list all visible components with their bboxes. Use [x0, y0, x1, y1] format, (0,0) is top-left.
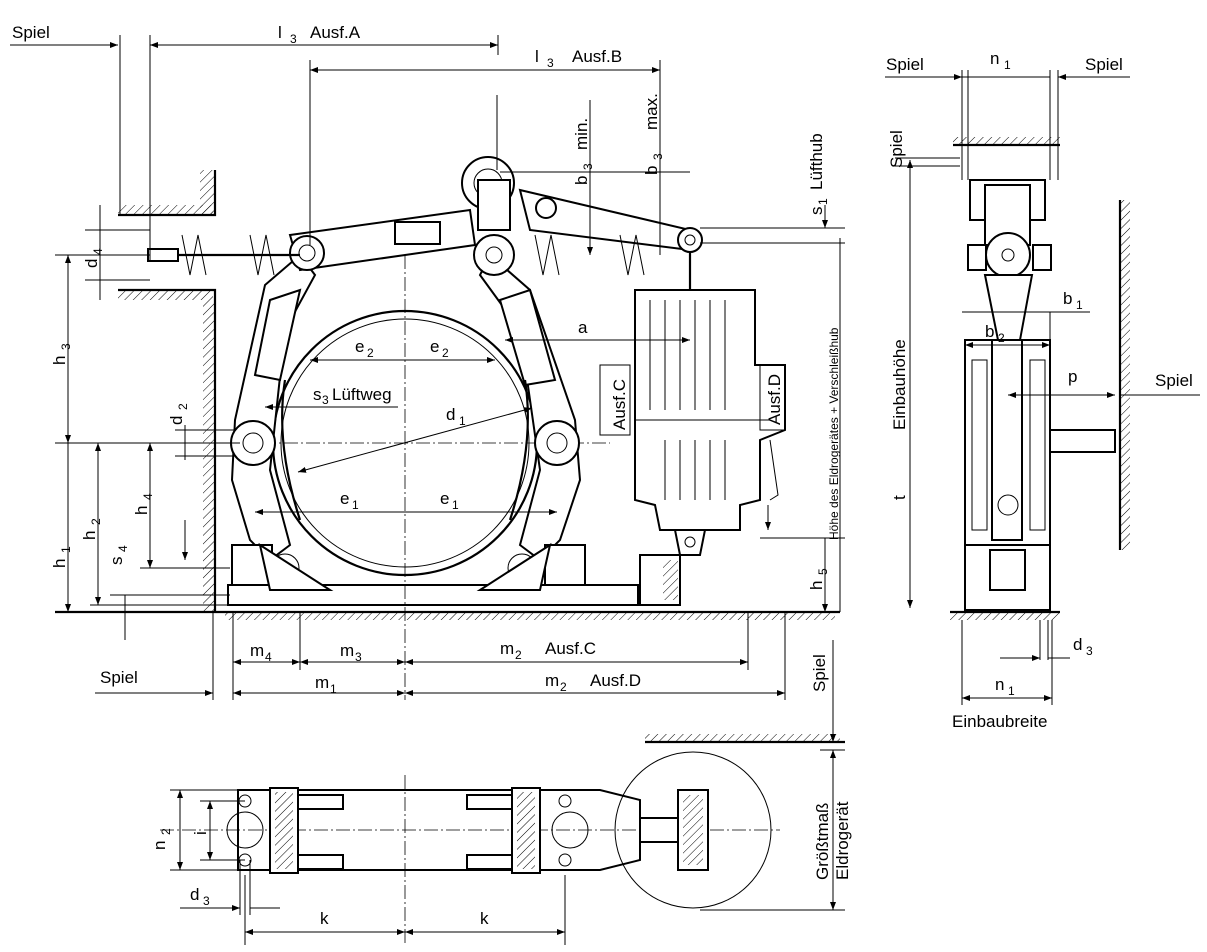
label-h4: h — [132, 506, 151, 515]
label-e1-right: e — [440, 489, 449, 508]
svg-text:1: 1 — [330, 682, 337, 696]
svg-text:1: 1 — [59, 546, 73, 553]
label-spiel-side-left: Spiel — [886, 55, 924, 74]
svg-text:max.: max. — [642, 93, 661, 130]
svg-text:2: 2 — [560, 680, 567, 694]
label-p: p — [1068, 367, 1077, 386]
svg-text:2: 2 — [89, 518, 103, 525]
label-n1-top: n — [990, 49, 999, 68]
svg-text:4: 4 — [141, 493, 155, 500]
label-i: i — [191, 831, 210, 835]
label-h1: h — [50, 559, 69, 568]
svg-text:5: 5 — [816, 568, 830, 575]
label-b2: b — [985, 322, 994, 341]
label-b1: b — [1063, 289, 1072, 308]
side-view — [885, 70, 1200, 705]
label-m2-c: m — [500, 639, 514, 658]
svg-text:3: 3 — [355, 650, 362, 664]
label-k-right: k — [480, 909, 489, 928]
svg-text:3: 3 — [1086, 644, 1093, 658]
svg-text:1: 1 — [459, 414, 466, 428]
label-ausf-b: Ausf.B — [572, 47, 622, 66]
label-n2: n — [150, 841, 169, 850]
label-d4: d — [82, 259, 101, 268]
label-spiel-bottom-left: Spiel — [100, 668, 138, 687]
label-d3-plan: d — [190, 885, 199, 904]
svg-text:3: 3 — [203, 894, 210, 908]
label-hoehe-eldro: Höhe des Eldrogerätes + Verschleißhub — [827, 327, 841, 540]
svg-text:1: 1 — [1008, 684, 1015, 698]
label-e2-left: e — [355, 337, 364, 356]
svg-text:1: 1 — [452, 498, 459, 512]
label-n1-bottom: n — [995, 675, 1004, 694]
svg-text:3: 3 — [651, 153, 665, 160]
label-luftweg: Lüftweg — [332, 385, 392, 404]
label-d1: d — [446, 405, 455, 424]
label-d2: d — [167, 416, 186, 425]
label-m1: m — [315, 673, 329, 692]
label-s1: s — [807, 207, 826, 216]
svg-text:2: 2 — [442, 346, 449, 360]
label-eldrogeraet: Eldrogerät — [833, 801, 852, 880]
svg-text:2: 2 — [367, 346, 374, 360]
svg-text:min.: min. — [572, 118, 591, 150]
label-b3-max: b — [642, 166, 661, 175]
svg-text:2: 2 — [176, 403, 190, 410]
label-s4: s — [107, 557, 126, 566]
label-ausf-a: Ausf.A — [310, 23, 361, 42]
label-lufthub: Lüfthub — [807, 133, 826, 190]
front-view — [10, 35, 845, 700]
svg-text:3: 3 — [322, 393, 329, 407]
label-ausf-d: Ausf.D — [590, 671, 641, 690]
svg-text:2: 2 — [159, 828, 173, 835]
label-spiel-side-vertical: Spiel — [887, 130, 906, 168]
svg-text:4: 4 — [265, 650, 272, 664]
label-ausf-c-vertical: Ausf.C — [610, 379, 629, 430]
labels: Spiel l 3 Ausf.A l 3 Ausf.B b 3 min. b 3… — [12, 23, 1193, 928]
label-m2-d: m — [545, 671, 559, 690]
label-e1-left: e — [340, 489, 349, 508]
svg-text:4: 4 — [91, 248, 105, 255]
svg-text:3: 3 — [290, 32, 297, 46]
label-groesstmass: Größtmaß — [813, 803, 832, 880]
label-m3: m — [340, 641, 354, 660]
label-h3: h — [50, 356, 69, 365]
svg-text:1: 1 — [1076, 298, 1083, 312]
svg-text:1: 1 — [1004, 58, 1011, 72]
label-s3: s — [313, 385, 322, 404]
label-t: t — [890, 495, 909, 500]
label-einbauhoehe: Einbauhöhe — [890, 339, 909, 430]
label-ausf-d-vertical: Ausf.D — [765, 374, 784, 425]
label-a: a — [578, 318, 588, 337]
label-e2-right: e — [430, 337, 439, 356]
label-spiel-right: Spiel — [1155, 371, 1193, 390]
label-l3-a: l — [278, 23, 282, 42]
label-h2: h — [80, 531, 99, 540]
label-spiel-top-left: Spiel — [12, 23, 50, 42]
dimension-lines — [10, 35, 845, 700]
svg-text:2: 2 — [515, 648, 522, 662]
svg-text:3: 3 — [547, 56, 554, 70]
label-einbaubreite: Einbaubreite — [952, 712, 1047, 731]
svg-text:4: 4 — [116, 545, 130, 552]
svg-text:2: 2 — [998, 331, 1005, 345]
svg-text:3: 3 — [59, 343, 73, 350]
label-l3-b: l — [535, 47, 539, 66]
svg-text:1: 1 — [816, 198, 830, 205]
svg-text:1: 1 — [352, 498, 359, 512]
label-k-left: k — [320, 909, 329, 928]
label-m4: m — [250, 641, 264, 660]
label-spiel-vertical: Spiel — [810, 654, 829, 692]
plan-view — [160, 640, 845, 945]
right-pivot — [534, 420, 580, 466]
label-h5: h — [807, 581, 826, 590]
label-ausf-c: Ausf.C — [545, 639, 596, 658]
label-b3-min: b — [572, 176, 591, 185]
eldro-actuator — [634, 289, 786, 606]
label-spiel-side-right: Spiel — [1085, 55, 1123, 74]
svg-text:3: 3 — [581, 163, 595, 170]
label-d3-side: d — [1073, 635, 1082, 654]
